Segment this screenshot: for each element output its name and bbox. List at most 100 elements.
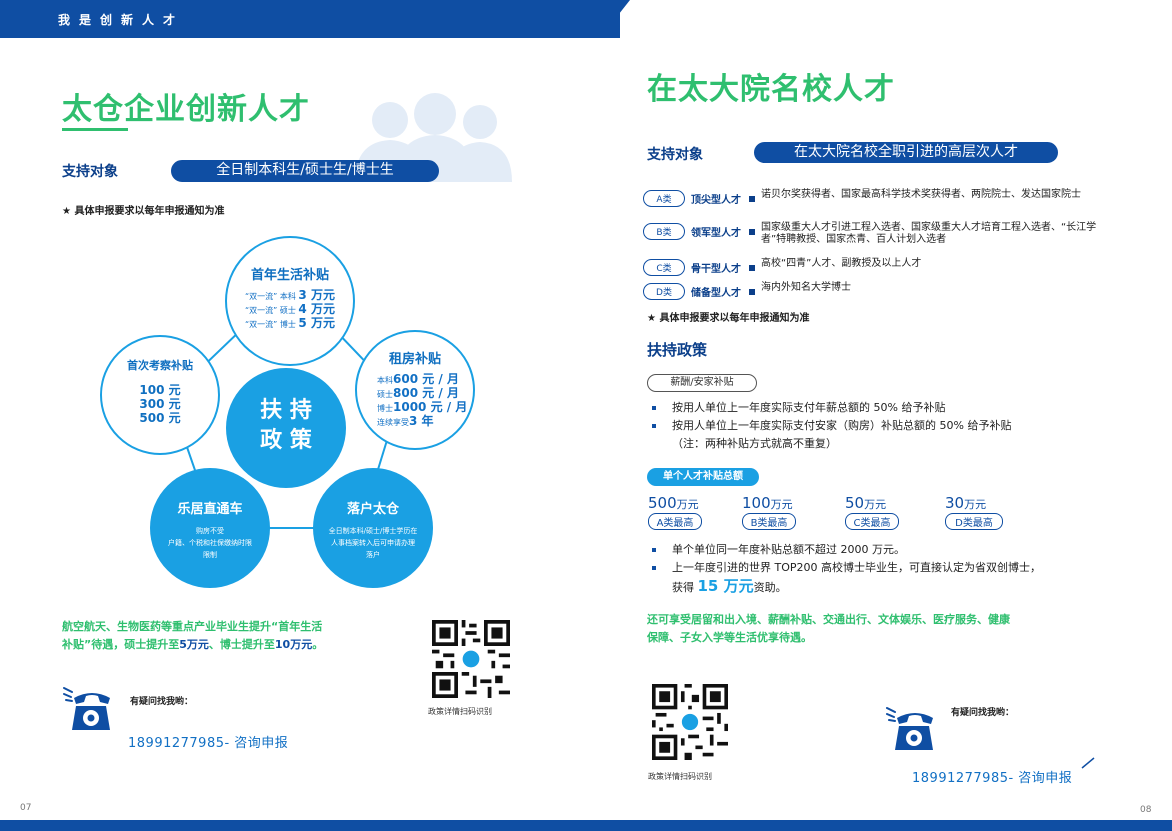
bullet-item: 按用人单位上一年度实际支付年薪总额的 50% 给予补贴 [652, 399, 1132, 417]
hukou-line: 全日制本科/硕士/博士学历在 [328, 527, 418, 535]
page-number-left: 07 [20, 803, 32, 813]
life-subsidy-value: 5 万元 [298, 316, 335, 330]
contact-label-left: 有疑问找我哟： [130, 697, 194, 707]
bullet-item: 单个单位同一年度补贴总额不超过 2000 万元。 [652, 541, 1132, 559]
inspection-value: 100 元 [139, 383, 181, 397]
rent-tag: 连续享受 [377, 418, 409, 427]
category-row-c: C类 骨干型人才 高校“四青”人才、副教授及以上人才 [643, 258, 1113, 276]
housing-title: 乐居直通车 [177, 502, 243, 517]
square-bullet-icon [652, 548, 656, 552]
support-policy-center: 扶 持 政 策 [226, 368, 346, 488]
top200-amount: 15 万元 [697, 577, 754, 595]
amount-tag: D类最高 [945, 513, 1003, 530]
right-note: ★ 具体申报要求以每年申报通知为准 [647, 313, 810, 324]
hukou-line: 落户 [366, 551, 380, 559]
square-bullet-icon [652, 566, 656, 570]
support-label-right: 支持对象 [647, 147, 703, 163]
bullet-text: 上一年度引进的世界 TOP200 高校博士毕业生，可直接认定为省双创博士， [672, 561, 1041, 574]
inspection-circle: 首次考察补贴 100 元 300 元 500 元 [100, 335, 220, 455]
bullet-continuation: 获得 15 万元资助。 [652, 577, 1132, 597]
category-name: 领军型人才 [691, 228, 741, 239]
life-subsidy-row: “双一流” 博士 5 万元 [227, 317, 353, 331]
rent-subsidy-circle: 租房补贴 本科600 元 / 月 硕士800 元 / 月 博士1000 元 / … [355, 330, 475, 450]
rent-subsidy-title: 租房补贴 [388, 352, 441, 367]
life-subsidy-title: 首年生活补贴 [250, 268, 329, 283]
rent-row: 硕士800 元 / 月 [377, 387, 473, 401]
qr-code-left[interactable] [432, 620, 510, 698]
benefits-text: 还可享受居留和出入境、薪酬补贴、交通出行、文体娱乐、医疗服务、健康 保障、子女入… [647, 611, 1127, 647]
bullet-text: 按用人单位上一年度实际支付年薪总额的 50% 给予补贴 [672, 401, 946, 414]
life-subsidy-row: “双一流” 硕士 4 万元 [227, 303, 353, 317]
amount-tag: B类最高 [742, 513, 796, 530]
inspection-value: 500 元 [139, 411, 181, 425]
rent-value: 3 年 [409, 414, 434, 428]
hukou-circle: 落户太仓 全日制本科/硕士/博士学历在 人事档案转入后可申请办理 落户 [313, 468, 433, 588]
amount-b: 100万元 B类最高 [742, 494, 796, 530]
category-desc: 高校“四青”人才、副教授及以上人才 [761, 258, 922, 269]
rent-tag: 本科 [377, 376, 393, 385]
square-bullet-icon [652, 424, 656, 428]
amount-number: 30 [945, 494, 965, 512]
phone-left[interactable]: 18991277985- 咨询申报 [128, 736, 289, 751]
amount-number: 100 [742, 494, 771, 512]
phone-right[interactable]: 18991277985- 咨询申报 [912, 771, 1073, 786]
category-row-a: A类 顶尖型人才 诺贝尔奖获得者、国家最高科学技术奖获得者、两院院士、发达国家院… [643, 189, 1113, 207]
bullet-item: 按用人单位上一年度实际支付安家（购房）补贴总额的 50% 给予补贴 [652, 417, 1132, 435]
rent-tag: 博士 [377, 404, 393, 413]
amount-value: 100万元 [742, 494, 796, 512]
life-subsidy-tag: “双一流” 硕士 [245, 306, 296, 315]
category-desc: 海内外知名大学博士 [761, 282, 851, 293]
footer-band [0, 820, 1172, 831]
life-subsidy-tag: “双一流” 博士 [245, 320, 296, 329]
benefits-line: 保障、子女入学等生活优享待遇。 [647, 631, 812, 644]
policy-title: 扶持政策 [647, 341, 708, 359]
life-subsidy-row: “双一流” 本科 3 万元 [227, 289, 353, 303]
bullet-note: （注：两种补贴方式就高不重复） [672, 437, 837, 450]
amount-unit: 万元 [770, 498, 793, 511]
rent-row: 本科600 元 / 月 [377, 373, 473, 387]
rent-value: 1000 元 / 月 [393, 400, 468, 414]
square-bullet-icon [749, 289, 755, 295]
promo-highlight: 5万元 [179, 638, 209, 651]
promo-part: 、博士提升至 [208, 638, 275, 651]
promo-part: 补贴”待遇，硕士提升至 [62, 638, 180, 651]
promo-highlight: 10万元 [274, 638, 313, 651]
rent-row: 博士1000 元 / 月 [377, 401, 473, 415]
amount-c: 50万元 C类最高 [845, 494, 899, 530]
bullet-text: 单个单位同一年度补贴总额不超过 2000 万元。 [672, 543, 905, 556]
page-number-right: 08 [1140, 805, 1152, 815]
total-subsidy-pill: 单个人才补贴总额 [647, 468, 759, 486]
qr-code-right[interactable] [652, 684, 728, 760]
limit-bullets: 单个单位同一年度补贴总额不超过 2000 万元。 上一年度引进的世界 TOP20… [652, 541, 1132, 597]
amount-a: 500万元 A类最高 [648, 494, 702, 530]
support-value-pill-right: 在太大院名校全职引进的高层次人才 [754, 142, 1058, 163]
category-row-d: D类 储备型人才 海内外知名大学博士 [643, 282, 1113, 300]
telephone-icon [886, 707, 933, 750]
rent-row: 连续享受3 年 [377, 415, 473, 429]
promo-part: 航空航天、生物医药等重点产业毕业生提升“首年生活 [62, 620, 323, 633]
life-subsidy-tag: “双一流” 本科 [245, 292, 296, 301]
support-label: 支持对象 [62, 164, 118, 180]
category-desc: 国家级重大人才引进工程入选者、国家级重大人才培育工程入选者、“长江学者”特聘教授… [761, 222, 1097, 245]
amount-tag: A类最高 [648, 513, 702, 530]
category-tag: B类 [643, 223, 685, 240]
hukou-line: 人事档案转入后可申请办理 [331, 539, 415, 547]
square-bullet-icon [749, 229, 755, 235]
bullet-item: 上一年度引进的世界 TOP200 高校博士毕业生，可直接认定为省双创博士， [652, 559, 1132, 577]
amount-number: 50 [845, 494, 865, 512]
category-name: 骨干型人才 [691, 264, 741, 275]
inspection-title: 首次考察补贴 [127, 359, 193, 372]
category-desc: 诺贝尔奖获得者、国家最高科学技术奖获得者、两院院士、发达国家院士 [761, 189, 1081, 200]
center-line-2: 政 策 [260, 428, 312, 453]
left-page-title: 太仓企业创新人才 [62, 92, 310, 127]
square-bullet-icon [652, 406, 656, 410]
center-line-1: 扶 持 [260, 398, 312, 423]
amount-unit: 万元 [864, 498, 887, 511]
amount-tag: C类最高 [845, 513, 899, 530]
inspection-value: 300 元 [139, 397, 181, 411]
housing-circle: 乐居直通车 购房不受 户籍、个税和社保缴纳时限 限制 [150, 468, 270, 588]
category-tag: A类 [643, 190, 685, 207]
category-tag: C类 [643, 259, 685, 276]
benefits-line: 还可享受居留和出入境、薪酬补贴、交通出行、文体娱乐、医疗服务、健康 [647, 613, 1010, 626]
telephone-icon [63, 687, 110, 730]
